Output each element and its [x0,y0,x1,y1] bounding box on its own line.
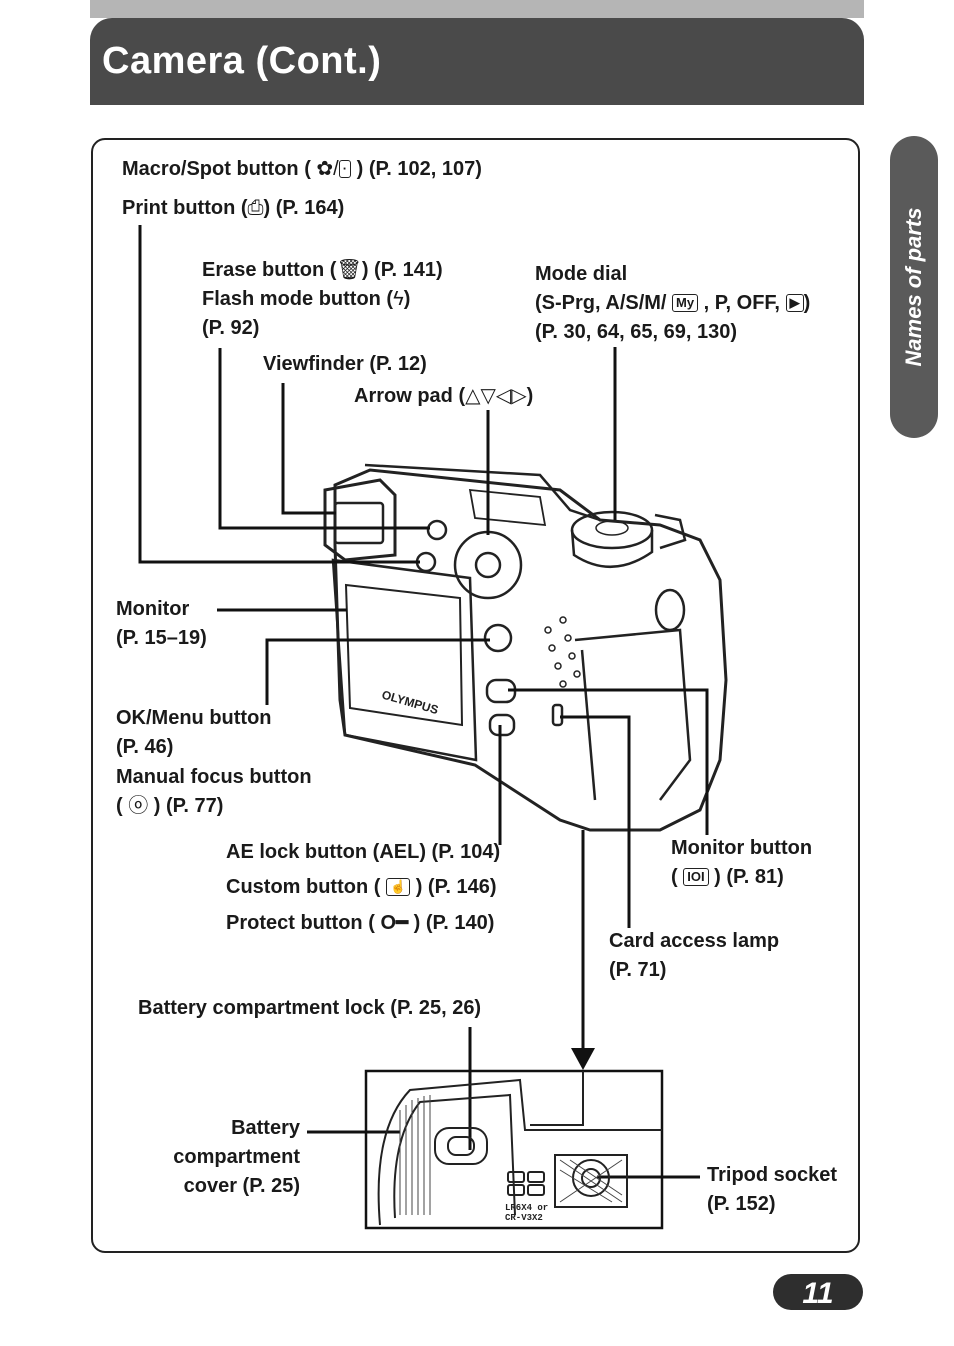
label-monitor: Monitor [116,598,190,620]
label-battery-compartment-lock: Battery compartment lock (P. 25, 26) [138,997,482,1019]
label-battery-cover-line1: Battery [231,1117,300,1139]
label-mode-dial-modes: (S-Prg, A/S/M/ My , P, OFF, ▶) [535,292,811,314]
flash-icon: ϟ [393,288,404,310]
label-card-access-lamp-page: (P. 71) [609,959,667,981]
label-ok-menu-page: (P. 46) [116,736,174,758]
label-ae-lock-button: AE lock button (AEL) (P. 104) [226,841,501,863]
header-top-strip [90,0,864,18]
label-viewfinder: Viewfinder (P. 12) [263,353,427,375]
label-tripod-socket: Tripod socket [707,1164,838,1186]
label-arrow-pad: Arrow pad (△▽◁▷) [354,382,533,411]
custom-icon: ☝ [385,878,411,896]
ok-button-icon: ⓞ [128,795,149,817]
battery-type-text-2: CR-V3X2 [505,1213,543,1223]
label-monitor-pages: (P. 15–19) [116,627,207,649]
page-title: Camera (Cont.) [102,40,382,82]
label-erase-button: Erase button (🗑) (P. 141) [202,256,443,285]
trash-icon: 🗑 [336,259,362,281]
macro-spot-icon: ✿/· [316,155,352,184]
section-tab: Names of parts [890,136,938,438]
page-header: Camera (Cont.) [90,18,864,105]
label-manual-focus-page: ( ⓞ ) (P. 77) [116,792,223,821]
label-battery-cover-line2: compartment [173,1146,300,1168]
label-monitor-button-page: ( IOI ) (P. 81) [671,866,784,888]
label-protect-button: Protect button ( O━ ) (P. 140) [226,909,494,938]
label-monitor-button: Monitor button [671,837,813,859]
label-mode-dial-pages: (P. 30, 64, 65, 69, 130) [535,321,738,343]
arrow-pad-icons: △▽◁▷ [465,385,527,407]
label-ok-menu-button: OK/Menu button [116,707,272,729]
label-flash-page: (P. 92) [202,317,260,339]
label-macro-spot-button: Macro/Spot button ( ✿/· ) (P. 102, 107) [122,155,482,184]
label-custom-button: Custom button ( ☝ ) (P. 146) [226,876,497,898]
monitor-icon: IOI [683,868,709,886]
key-icon: O━ [380,912,409,934]
camera-brand: OLYMPUS [380,688,440,718]
label-battery-cover-line3: cover (P. 25) [183,1175,300,1197]
battery-type-text-1: LR6X4 or [505,1203,548,1213]
label-card-access-lamp: Card access lamp [609,930,780,952]
playback-icon: ▶ [785,294,804,312]
label-print-button: Print button (⎙) (P. 164) [122,194,344,223]
label-manual-focus-button: Manual focus button [116,766,312,788]
label-flash-mode-button: Flash mode button (ϟ) [202,285,410,314]
print-icon: ⎙ [247,197,264,219]
label-tripod-socket-page: (P. 152) [707,1193,776,1215]
my-mode-icon: My [672,294,699,312]
page-number: 11 [802,1277,834,1310]
page-number-badge: 11 [773,1274,863,1310]
label-mode-dial: Mode dial [535,263,628,285]
diagram-panel [91,138,860,1253]
